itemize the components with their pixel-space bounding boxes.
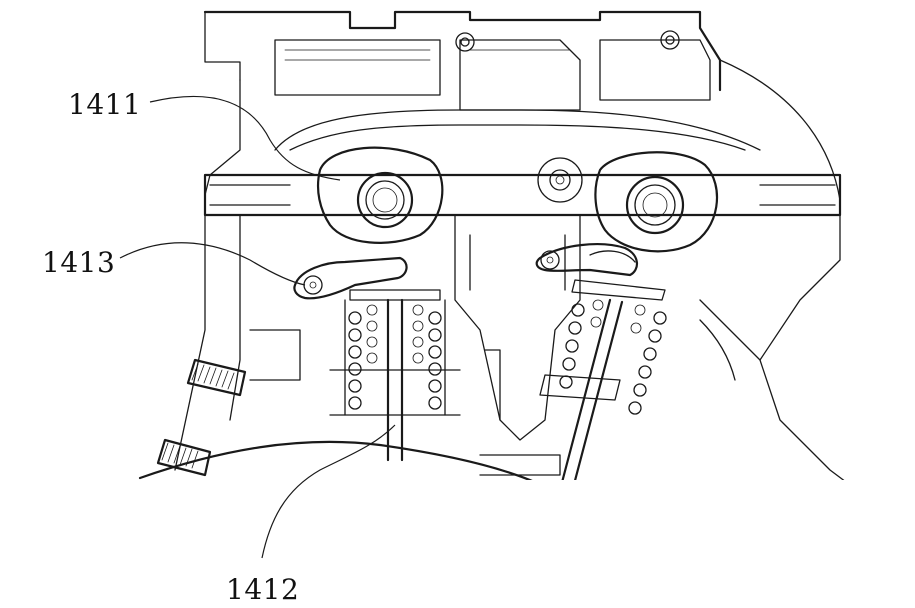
leader-1413 <box>119 242 306 286</box>
left-camshaft <box>316 146 444 244</box>
right-rocker-arm <box>535 243 638 277</box>
cam-cover <box>203 10 841 201</box>
leader-1412 <box>261 424 396 559</box>
break-line <box>138 440 915 608</box>
threaded-studs <box>156 358 247 477</box>
right-camshaft <box>594 151 719 253</box>
callout-1412: 1412 <box>226 573 299 606</box>
tensioner-gear <box>537 157 583 203</box>
leader-1411 <box>149 95 341 181</box>
head-body <box>174 109 842 471</box>
callout-1413: 1413 <box>42 246 115 279</box>
left-valve-spring <box>329 289 461 462</box>
callout-1411: 1411 <box>68 88 141 121</box>
leader-lines <box>119 95 396 559</box>
right-valve-spring <box>539 279 667 494</box>
